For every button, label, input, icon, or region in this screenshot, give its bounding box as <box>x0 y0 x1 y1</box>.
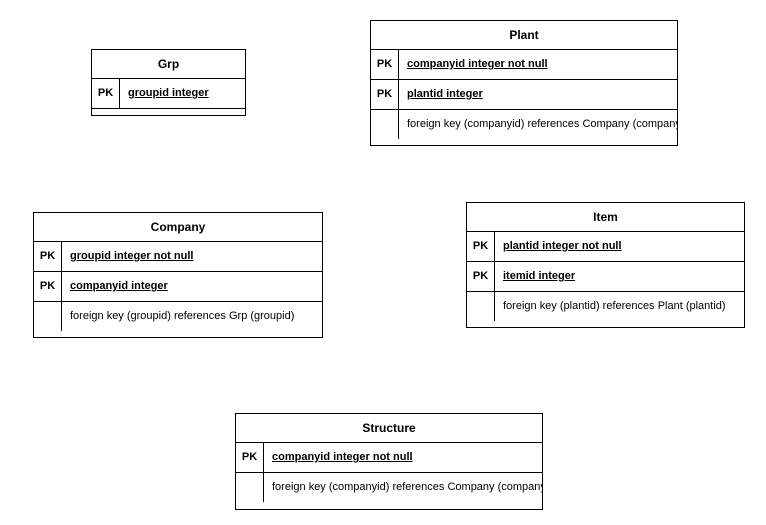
attribute-text: plantid integer not null <box>503 240 622 252</box>
entity-row[interactable]: PK companyid integer not null <box>236 443 542 473</box>
attribute-text: companyid integer <box>70 280 168 292</box>
primary-key-label: PK <box>34 242 62 271</box>
key-cell <box>467 292 495 321</box>
entity-row[interactable]: foreign key (groupid) references Grp (gr… <box>34 302 322 331</box>
entity-title: Company <box>34 213 322 242</box>
entity-item[interactable]: Item PK plantid integer not null PK item… <box>466 202 745 328</box>
entity-row[interactable]: foreign key (companyid) references Compa… <box>236 473 542 502</box>
entity-row[interactable]: foreign key (plantid) references Plant (… <box>467 292 744 321</box>
entity-title: Plant <box>371 21 677 50</box>
foreign-key-text: foreign key (companyid) references Compa… <box>407 118 678 130</box>
key-cell <box>371 110 399 139</box>
entity-company[interactable]: Company PK groupid integer not null PK c… <box>33 212 323 338</box>
attribute-text: companyid integer not null <box>407 58 548 70</box>
attribute-text: companyid integer not null <box>272 451 413 463</box>
entity-row[interactable]: PK plantid integer <box>371 80 677 110</box>
entity-row[interactable]: PK companyid integer <box>34 272 322 302</box>
primary-key-label: PK <box>34 272 62 301</box>
primary-key-label: PK <box>467 262 495 291</box>
entity-row[interactable]: PK itemid integer <box>467 262 744 292</box>
foreign-key-text: foreign key (companyid) references Compa… <box>272 481 543 493</box>
primary-key-label: PK <box>467 232 495 261</box>
foreign-key-text: foreign key (plantid) references Plant (… <box>503 300 726 312</box>
primary-key-label: PK <box>92 79 120 108</box>
entity-plant[interactable]: Plant PK companyid integer not null PK p… <box>370 20 678 146</box>
primary-key-label: PK <box>371 50 399 79</box>
entity-title: Structure <box>236 414 542 443</box>
key-cell <box>236 473 264 502</box>
attribute-text: groupid integer not null <box>70 250 194 262</box>
entity-row[interactable]: PK companyid integer not null <box>371 50 677 80</box>
foreign-key-text: foreign key (groupid) references Grp (gr… <box>70 310 295 322</box>
primary-key-label: PK <box>371 80 399 109</box>
entity-grp[interactable]: Grp PK groupid integer <box>91 49 246 116</box>
attribute-text: plantid integer <box>407 88 483 100</box>
entity-title: Item <box>467 203 744 232</box>
entity-title: Grp <box>92 50 245 79</box>
attribute-text: groupid integer <box>128 87 209 99</box>
entity-structure[interactable]: Structure PK companyid integer not null … <box>235 413 543 510</box>
entity-row[interactable]: foreign key (companyid) references Compa… <box>371 110 677 139</box>
attribute-text: itemid integer <box>503 270 576 282</box>
primary-key-label: PK <box>236 443 264 472</box>
entity-row[interactable]: PK groupid integer not null <box>34 242 322 272</box>
entity-row[interactable]: PK plantid integer not null <box>467 232 744 262</box>
entity-row[interactable]: PK groupid integer <box>92 79 245 109</box>
key-cell <box>34 302 62 331</box>
